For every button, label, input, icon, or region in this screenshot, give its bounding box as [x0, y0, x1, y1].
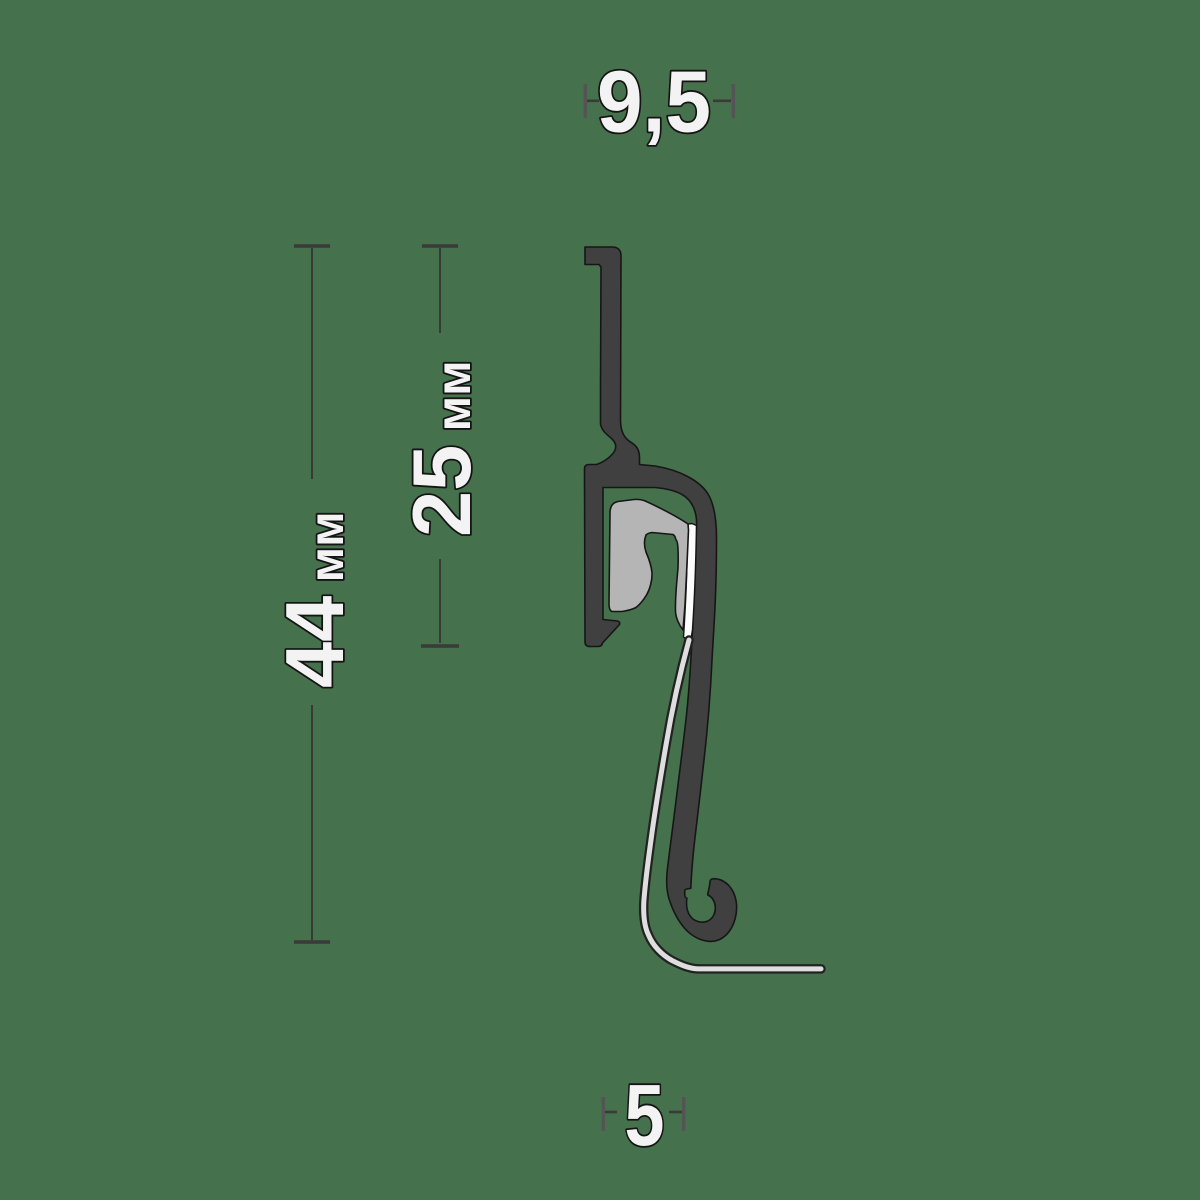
svg-text:44 мм: 44 мм [268, 511, 361, 688]
svg-text:9,5: 9,5 [597, 54, 711, 151]
svg-text:5: 5 [625, 1067, 665, 1164]
